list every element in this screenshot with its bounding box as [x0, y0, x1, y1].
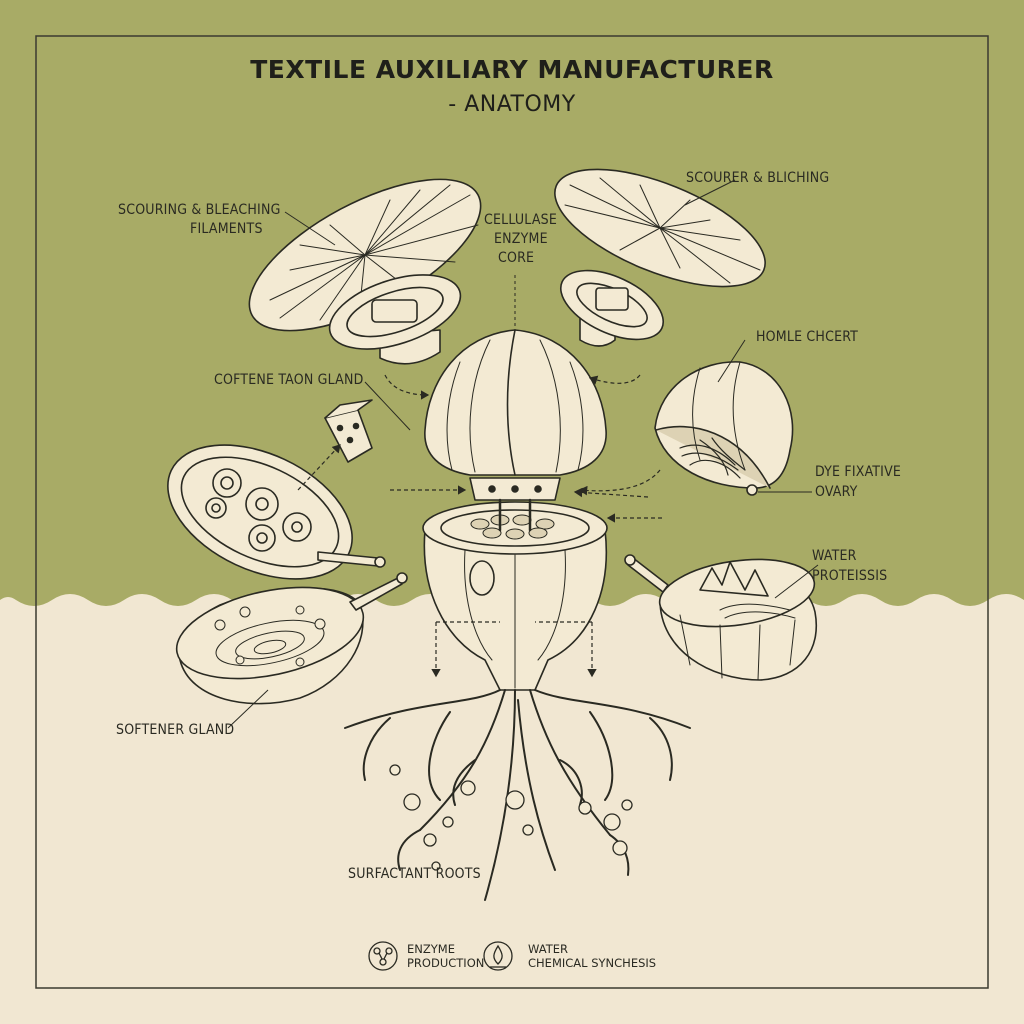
- diagram-subtitle: - ANATOMY: [448, 92, 576, 117]
- label-dye-fixative-line2: OVARY: [815, 484, 858, 500]
- scoured-bleaching-disc: [554, 168, 766, 288]
- label-water-proteissis-line1: WATER: [812, 548, 857, 564]
- label-dye-fixative-line1: DYE FIXATIVE: [815, 464, 902, 480]
- label-coftene-gland: COFTENE TAON GLAND: [214, 372, 364, 388]
- label-cellulase-line3: CORE: [498, 250, 535, 266]
- gear-dish-component: [167, 444, 386, 580]
- flow-arrows: [297, 374, 662, 678]
- legend-water-line1: WATER: [528, 942, 568, 956]
- cellulase-enzyme-core-cap: [424, 329, 607, 501]
- right-spool-component: [559, 269, 665, 347]
- central-body-vessel: [422, 498, 608, 691]
- scouring-filaments-disc: [248, 178, 482, 332]
- label-scoured-bleaching: SCOURER & BLICHING: [686, 170, 830, 186]
- label-scouring-filaments-line2: FILAMENTS: [190, 221, 263, 237]
- softener-gland-bowl: [175, 572, 408, 705]
- label-cellulase-line2: ENZYME: [494, 231, 548, 247]
- frame-border: [35, 35, 989, 989]
- label-softener-gland: SOFTENER GLAND: [116, 722, 235, 738]
- water-proteissis-bowl: [624, 554, 817, 681]
- label-scouring-filaments-line1: SCOURING & BLEACHING: [118, 202, 281, 218]
- label-water-proteissis-line2: PROTEISSIS: [812, 568, 888, 584]
- root-bubbles: [389, 764, 633, 871]
- legend-enzyme-line1: ENZYME: [407, 942, 455, 956]
- molecule-icon: [368, 941, 398, 971]
- legend-enzyme-line2: PRODUCTION: [407, 956, 485, 970]
- left-spool-component: [328, 274, 462, 365]
- leader-lines: [227, 179, 819, 729]
- legend-water-line2: CHEMICAL SYNCHESIS: [528, 956, 657, 970]
- home-chcert-acorn: [654, 361, 794, 496]
- label-surfactant-roots: SURFACTANT ROOTS: [348, 866, 481, 882]
- small-wedge-component: [324, 399, 373, 463]
- diagram-title: TEXTILE AUXILIARY MANUFACTURER: [250, 55, 774, 84]
- label-home-chcert: HOMLE CHCERT: [756, 329, 859, 345]
- label-cellulase-line1: CELLULASE: [484, 212, 558, 228]
- water-drop-icon: [483, 941, 513, 971]
